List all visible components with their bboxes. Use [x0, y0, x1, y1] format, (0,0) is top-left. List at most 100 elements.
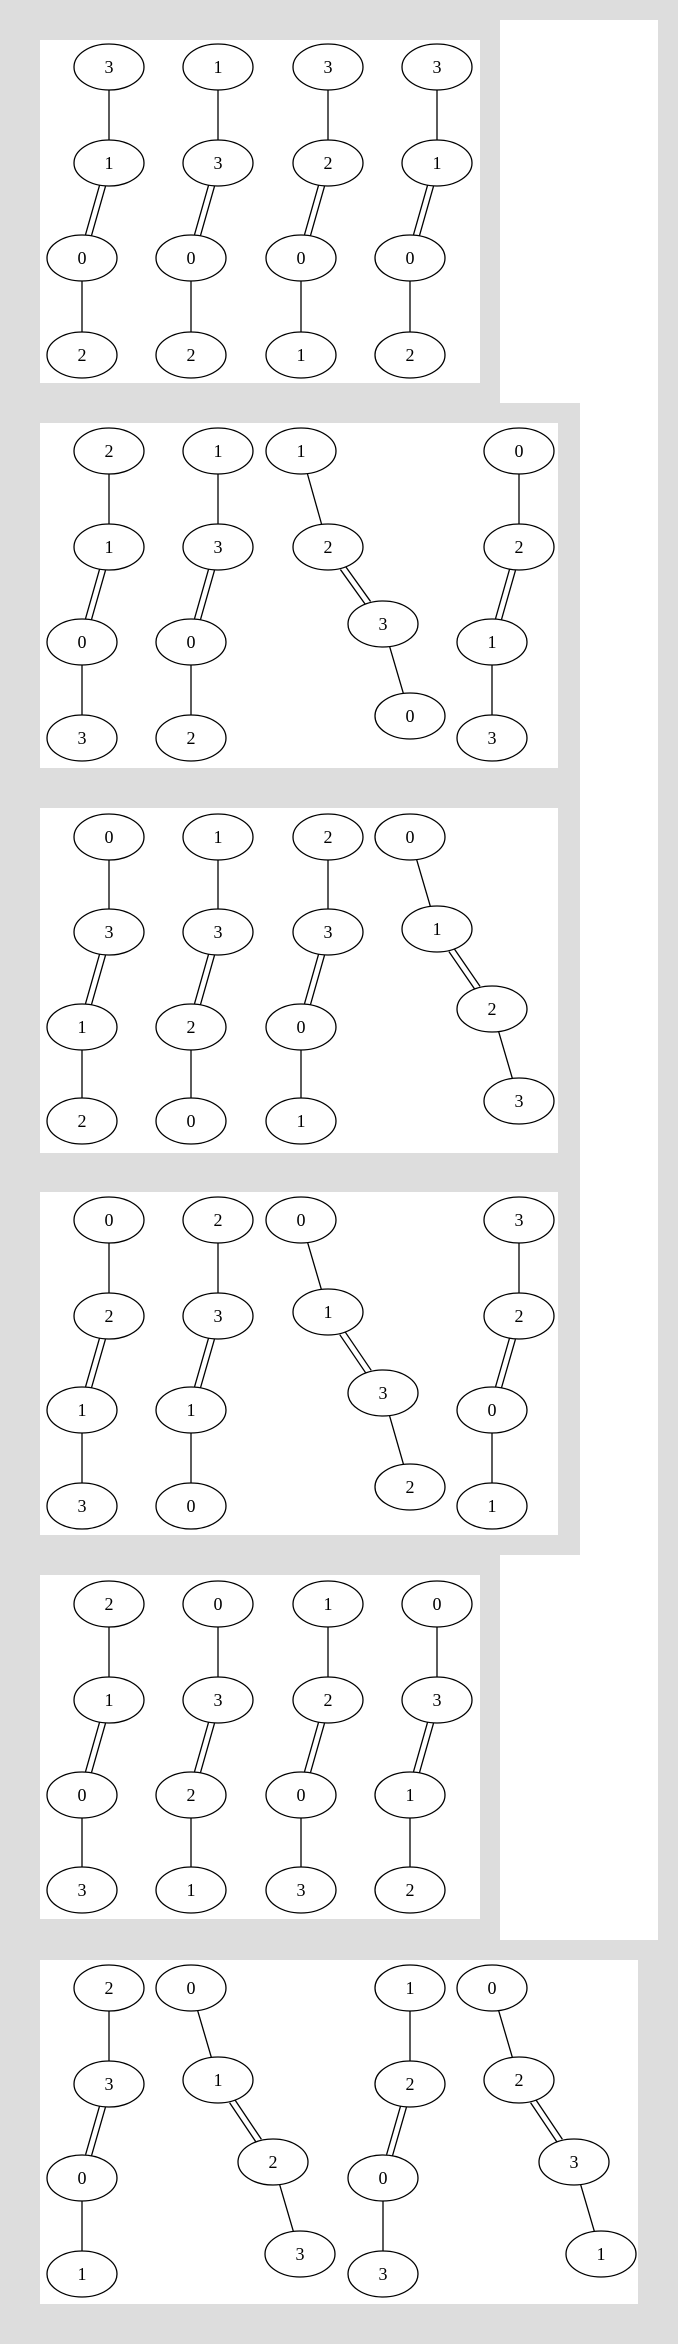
- edge: [388, 1415, 405, 1465]
- node-label: 3: [433, 57, 442, 77]
- node-label: 3: [78, 1496, 87, 1516]
- node: [237, 2138, 309, 2186]
- node: [483, 523, 555, 571]
- double-bond-edge: [412, 184, 429, 235]
- node: [265, 1196, 337, 1244]
- double-bond-edge: [84, 2105, 101, 2155]
- node: [483, 2056, 555, 2104]
- double-bond-edge: [303, 953, 320, 1004]
- node-label: 1: [105, 153, 114, 173]
- node-label: 2: [105, 1306, 114, 1326]
- double-bond-edge: [500, 570, 517, 621]
- edge: [389, 646, 404, 694]
- node-label: 1: [78, 1400, 87, 1420]
- node: [374, 1866, 446, 1914]
- node-label: 3: [297, 1880, 306, 1900]
- node-label: 0: [187, 632, 196, 652]
- node-label: 1: [78, 1017, 87, 1037]
- double-bond-edge: [84, 184, 101, 235]
- node: [401, 1580, 473, 1628]
- node: [73, 1676, 145, 1724]
- node: [46, 1482, 118, 1530]
- double-bond-edge: [339, 569, 367, 606]
- graph-panel: [40, 808, 558, 1153]
- node-label: 2: [515, 1306, 524, 1326]
- double-bond-edge: [90, 570, 107, 621]
- double-bond-edge: [391, 2107, 408, 2157]
- node-label: 0: [187, 248, 196, 268]
- node-label: 2: [324, 153, 333, 173]
- edge: [498, 1031, 513, 1079]
- node: [401, 1676, 473, 1724]
- node-label: 2: [187, 1785, 196, 1805]
- node-label: 2: [105, 1978, 114, 1998]
- node: [46, 1097, 118, 1145]
- double-bond-edge: [199, 186, 216, 237]
- node: [73, 427, 145, 475]
- node: [73, 813, 145, 861]
- node-label: 1: [105, 1690, 114, 1710]
- graph-panel: [40, 1960, 638, 2304]
- node-label: 3: [105, 57, 114, 77]
- edge: [416, 859, 431, 907]
- node: [73, 2060, 145, 2108]
- double-bond-edge: [90, 1723, 107, 1774]
- node: [401, 905, 473, 953]
- node: [73, 139, 145, 187]
- node-label: 2: [515, 537, 524, 557]
- node: [46, 1003, 118, 1051]
- node: [374, 1463, 446, 1511]
- node: [292, 1288, 364, 1336]
- node-label: 1: [187, 1400, 196, 1420]
- node: [46, 2154, 118, 2202]
- node-label: 1: [406, 1978, 415, 1998]
- double-bond-edge: [90, 186, 107, 237]
- node-label: 3: [105, 2074, 114, 2094]
- node: [456, 1386, 528, 1434]
- double-bond-edge: [500, 1339, 517, 1389]
- node: [265, 1866, 337, 1914]
- node: [565, 2230, 637, 2278]
- double-bond-edge: [199, 1339, 216, 1389]
- node: [182, 1196, 254, 1244]
- node: [155, 1097, 227, 1145]
- node-label: 0: [406, 248, 415, 268]
- node: [155, 234, 227, 282]
- graph-panel: [40, 423, 558, 768]
- node-label: 0: [214, 1594, 223, 1614]
- double-bond-edge: [84, 1721, 101, 1772]
- node-label: 0: [187, 1978, 196, 1998]
- node: [264, 2230, 336, 2278]
- node: [401, 43, 473, 91]
- double-bond-edge: [535, 2099, 563, 2140]
- node: [265, 1771, 337, 1819]
- edge: [197, 2010, 212, 2058]
- node: [73, 1196, 145, 1244]
- node-label: 1: [187, 1880, 196, 1900]
- node: [155, 1771, 227, 1819]
- node: [456, 618, 528, 666]
- node-label: 1: [297, 1111, 306, 1131]
- double-bond-edge: [418, 1723, 435, 1774]
- node: [46, 2250, 118, 2298]
- node-label: 1: [105, 537, 114, 557]
- node-label: 1: [597, 2244, 606, 2264]
- node: [265, 331, 337, 379]
- node-label: 2: [269, 2152, 278, 2172]
- node-label: 3: [214, 153, 223, 173]
- node: [456, 714, 528, 762]
- node: [347, 2250, 419, 2298]
- node-label: 0: [406, 706, 415, 726]
- node-label: 2: [406, 1880, 415, 1900]
- node: [347, 600, 419, 648]
